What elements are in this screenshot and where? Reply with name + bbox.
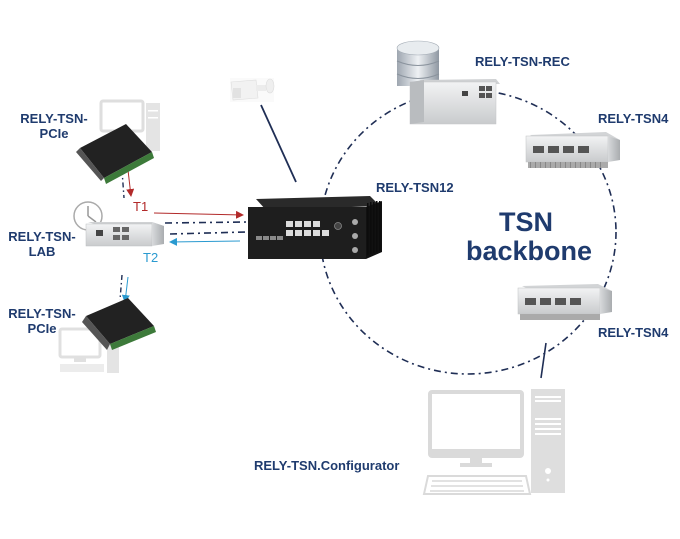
lab-label: RELY-TSN- LAB	[2, 229, 82, 259]
pcie-top-label-line1: RELY-TSN-	[20, 111, 88, 126]
pcie-bottom-label-line1: RELY-TSN-	[8, 306, 76, 321]
lab-label-line2: LAB	[28, 244, 56, 259]
tsn12-switch-icon	[248, 196, 382, 259]
tsn12-label: RELY-TSN12	[376, 180, 454, 195]
tsn4-top-label: RELY-TSN4	[598, 111, 669, 126]
t2-label: T2	[143, 250, 159, 265]
configurator-link	[540, 342, 547, 379]
ip-camera-icon	[230, 78, 275, 102]
lab-t2-arrow	[169, 237, 241, 246]
lab-label-line1: RELY-TSN-	[8, 229, 76, 244]
lab-t1-arrow	[153, 210, 244, 219]
tsn4-bottom-label: RELY-TSN4	[598, 325, 669, 340]
database-icon	[396, 40, 440, 86]
pcie-top-card-icon	[76, 124, 154, 184]
backbone-title: TSN backbone	[466, 207, 593, 266]
backbone-title-line1: TSN	[499, 207, 553, 237]
pcie-bottom-link	[119, 274, 123, 301]
tsn4-bottom-switch-icon	[517, 284, 612, 320]
pcie-bottom-t2-arrow	[121, 276, 130, 303]
configurator-desktop-icon	[422, 389, 565, 495]
lab-uplink	[164, 221, 247, 224]
camera-link	[260, 104, 297, 183]
t1-label: T1	[133, 199, 149, 214]
pcie-top-label: RELY-TSN- PCIe	[14, 111, 94, 141]
tsn-rec-device-icon	[409, 79, 500, 125]
pcie-bottom-card-icon	[82, 298, 156, 350]
lab-downlink	[169, 231, 247, 235]
pcie-bottom-label: RELY-TSN- PCIe	[2, 306, 82, 336]
backbone-title-line2: backbone	[466, 236, 593, 266]
configurator-label: RELY-TSN.Configurator	[254, 458, 400, 473]
lab-device-icon	[85, 222, 164, 247]
pcie-top-label-line2: PCIe	[39, 126, 69, 141]
pcie-bottom-label-line2: PCIe	[27, 321, 57, 336]
pcie-top-t1-arrow	[126, 169, 135, 197]
tsn4-top-switch-icon	[525, 132, 620, 168]
tsn-rec-label: RELY-TSN-REC	[475, 54, 570, 69]
